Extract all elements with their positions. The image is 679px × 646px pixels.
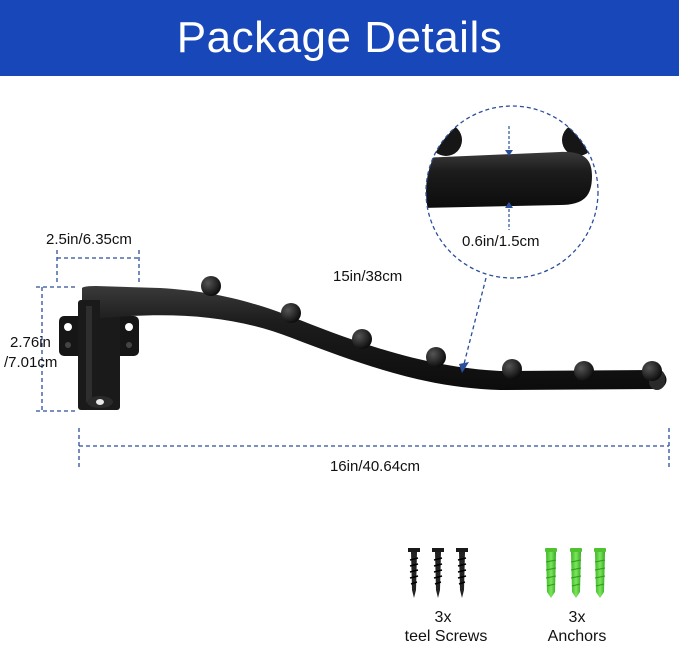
anchors-quantity: 3x [568, 609, 586, 626]
arm-length-label: 15in/38cm [333, 268, 403, 285]
page-title: Package Details [176, 13, 503, 62]
anchor-icon [545, 548, 606, 598]
bracket-height-label-line2: /7.01cm [4, 354, 58, 371]
header-banner: Package Details [0, 0, 679, 76]
total-length-label: 16in/40.64cm [329, 458, 421, 475]
anchors-name: Anchors [547, 628, 607, 645]
bracket-height-label-line1: 2.76in [10, 334, 51, 351]
hanger-knobs [201, 276, 662, 381]
bracket-width-label: 2.5in/6.35cm [46, 231, 132, 248]
tube-zoom-detail [425, 105, 599, 279]
zoom-pointer [459, 277, 487, 373]
bracket-width-dimension [56, 250, 140, 285]
tube-diameter-label: 0.6in/1.5cm [462, 233, 540, 250]
total-length-dimension [78, 428, 670, 470]
screws-name: teel Screws [404, 628, 488, 645]
wall-bracket [59, 300, 139, 410]
screws-quantity: 3x [434, 609, 452, 626]
hanger-arm [82, 286, 667, 390]
screw-icon [408, 548, 468, 598]
